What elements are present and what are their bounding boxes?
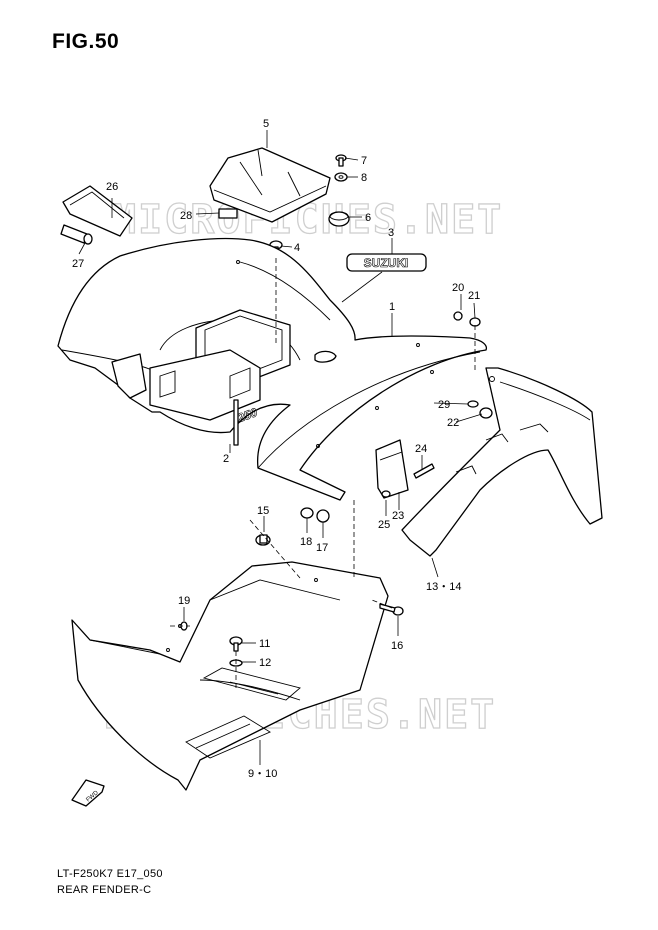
- part-28-pad: [218, 208, 238, 219]
- part-13-14-flap: [401, 367, 603, 557]
- callout-21: 21: [468, 290, 480, 302]
- part-11-bolt: [229, 636, 243, 652]
- callout-20: 20: [452, 282, 464, 294]
- callout-7: 7: [361, 155, 367, 167]
- part-17-washer: [316, 509, 330, 523]
- callout-29: 29: [438, 399, 450, 411]
- part-3-emblem: SUZUKI: [346, 253, 427, 272]
- callout-28: 28: [180, 210, 192, 222]
- part-7-bolt: [335, 154, 347, 167]
- callout-5: 5: [263, 118, 269, 130]
- callout-27: 27: [72, 258, 84, 270]
- callout-19: 19: [178, 595, 190, 607]
- callout-22: 22: [447, 417, 459, 429]
- callout-16: 16: [391, 640, 403, 652]
- callout-13-14: 13・14: [426, 581, 461, 593]
- footer-code: LT-F250K7 E17_050: [57, 868, 163, 880]
- callout-25: 25: [378, 519, 390, 531]
- part-24-screw: [413, 463, 435, 479]
- part-21-nut: [469, 317, 481, 327]
- part-6-cap: [328, 211, 350, 227]
- callout-labels: 1 2 3 4 5 6 7 8 9・10 11 12 13・14 15 16 1…: [72, 118, 480, 780]
- callout-4: 4: [294, 242, 300, 254]
- callout-26: 26: [106, 181, 118, 193]
- part-18-nut: [300, 507, 314, 519]
- emblem-pointer: [341, 271, 383, 303]
- callout-12: 12: [259, 657, 271, 669]
- leader-lines: [78, 130, 483, 765]
- callout-15: 15: [257, 505, 269, 517]
- callout-2: 2: [223, 453, 229, 465]
- part-20-bolt: [453, 311, 463, 321]
- callout-18: 18: [300, 536, 312, 548]
- part-8-nut: [334, 172, 348, 182]
- callout-11: 11: [259, 638, 270, 650]
- callout-23: 23: [392, 510, 404, 522]
- assembly-line-5: [371, 599, 393, 609]
- part-16-bolt: [379, 603, 404, 616]
- figure-title: FIG.50: [52, 30, 120, 53]
- callout-8: 8: [361, 172, 367, 184]
- callout-24: 24: [415, 443, 427, 455]
- part-2-bracket: [233, 399, 239, 446]
- part-27-rod: [60, 224, 93, 245]
- callout-3: 3: [388, 227, 394, 239]
- part-15-bolt: [255, 534, 271, 546]
- part-1-rear-fender: 250: [57, 237, 488, 501]
- part-26-reflector: [62, 185, 133, 237]
- part-9-10-footrest: [71, 561, 389, 791]
- footer-caption: REAR FENDER-C: [57, 884, 152, 896]
- callout-6: 6: [365, 212, 371, 224]
- fwd-arrow-icon: FWD: [71, 779, 105, 807]
- callout-9-10: 9・10: [248, 768, 277, 780]
- part-5-cover: [209, 147, 331, 223]
- callout-1: 1: [389, 301, 395, 313]
- part-23-bracket: [375, 439, 409, 499]
- assembly-line-3: [249, 519, 301, 579]
- part-29-washer: [467, 400, 479, 408]
- emblem-label: SUZUKI: [364, 256, 409, 270]
- part-22-nut: [479, 407, 493, 419]
- callout-17: 17: [316, 542, 328, 554]
- part-25-washer: [381, 490, 391, 498]
